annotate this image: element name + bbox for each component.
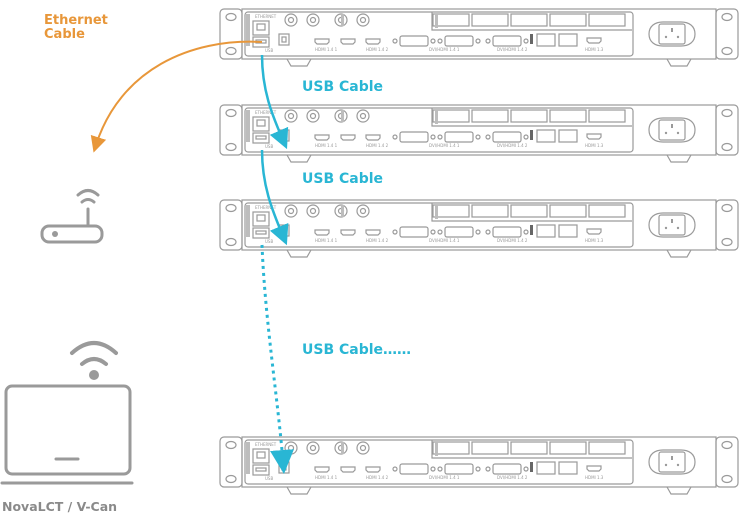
- port-label-dvi1: DVI/HDMI 1.4 1: [429, 238, 460, 243]
- port-label-dvi2: DVI/HDMI 1.4 2: [497, 143, 528, 148]
- port-label-usb: USB: [265, 48, 273, 53]
- usb-cable-label-2: USB Cable: [302, 171, 384, 187]
- port-label-hdmi2: HDMI 1.4 2: [366, 143, 389, 148]
- port-label-usb: USB: [265, 144, 273, 149]
- controller-device: ETHERNET USB HDMI 1.4 1 HDMI 1.4 2 DVI/H…: [219, 104, 739, 163]
- port-label-dvi2: DVI/HDMI 1.4 2: [497, 238, 528, 243]
- port-label-hdmi2: HDMI 1.4 2: [366, 475, 389, 480]
- ethernet-cable-label: Ethernet Cable: [44, 14, 108, 42]
- port-label-hdmi3: HDMI 1.3: [585, 143, 604, 148]
- controller-device: ETHERNET USB HDMI 1.4 1 HDMI 1.4 2 DVI/H…: [219, 199, 739, 258]
- port-label-ethernet: ETHERNET: [255, 442, 277, 447]
- port-label-ethernet: ETHERNET: [255, 205, 277, 210]
- port-label-hdmi3: HDMI 1.3: [585, 238, 604, 243]
- usb-cable-1: [260, 54, 289, 150]
- controller-device: ETHERNET USB HDMI 1.4 1 HDMI 1.4 2 DVI/H…: [219, 8, 739, 67]
- controller-device: ETHERNET USB HDMI 1.4 1 HDMI 1.4 2 DVI/H…: [219, 436, 739, 495]
- laptop-icon: [0, 341, 134, 485]
- port-label-dvi2: DVI/HDMI 1.4 2: [497, 47, 528, 52]
- port-label-dvi1: DVI/HDMI 1.4 1: [429, 143, 460, 148]
- port-label-dvi1: DVI/HDMI 1.4 1: [429, 475, 460, 480]
- usb-cable-2: [260, 149, 289, 246]
- port-label-ethernet: ETHERNET: [255, 14, 277, 19]
- port-label-hdmi1: HDMI 1.4 1: [315, 475, 338, 480]
- port-label-hdmi3: HDMI 1.3: [585, 475, 604, 480]
- port-label-hdmi1: HDMI 1.4 1: [315, 143, 338, 148]
- port-label-hdmi3: HDMI 1.3: [585, 47, 604, 52]
- port-label-hdmi2: HDMI 1.4 2: [366, 238, 389, 243]
- port-label-dvi1: DVI/HDMI 1.4 1: [429, 47, 460, 52]
- port-label-usb: USB: [265, 239, 273, 244]
- port-label-hdmi2: HDMI 1.4 2: [366, 47, 389, 52]
- port-label-ethernet: ETHERNET: [255, 110, 277, 115]
- usb-cable-label-3: USB Cable……: [302, 342, 412, 358]
- ethernet-cable: [90, 40, 263, 153]
- ethernet-label-line2: Cable: [44, 27, 85, 42]
- port-label-usb: USB: [265, 476, 273, 481]
- port-label-hdmi1: HDMI 1.4 1: [315, 47, 338, 52]
- router-wifi-icon: [40, 189, 104, 244]
- usb-cable-3: [260, 244, 294, 474]
- port-label-dvi2: DVI/HDMI 1.4 2: [497, 475, 528, 480]
- pc-software-label: NovaLCT / V-Can: [2, 499, 118, 514]
- usb-cable-label-1: USB Cable: [302, 79, 384, 95]
- ethernet-label-line1: Ethernet: [44, 13, 108, 28]
- wifi-icon: [70, 341, 118, 366]
- port-label-hdmi1: HDMI 1.4 1: [315, 238, 338, 243]
